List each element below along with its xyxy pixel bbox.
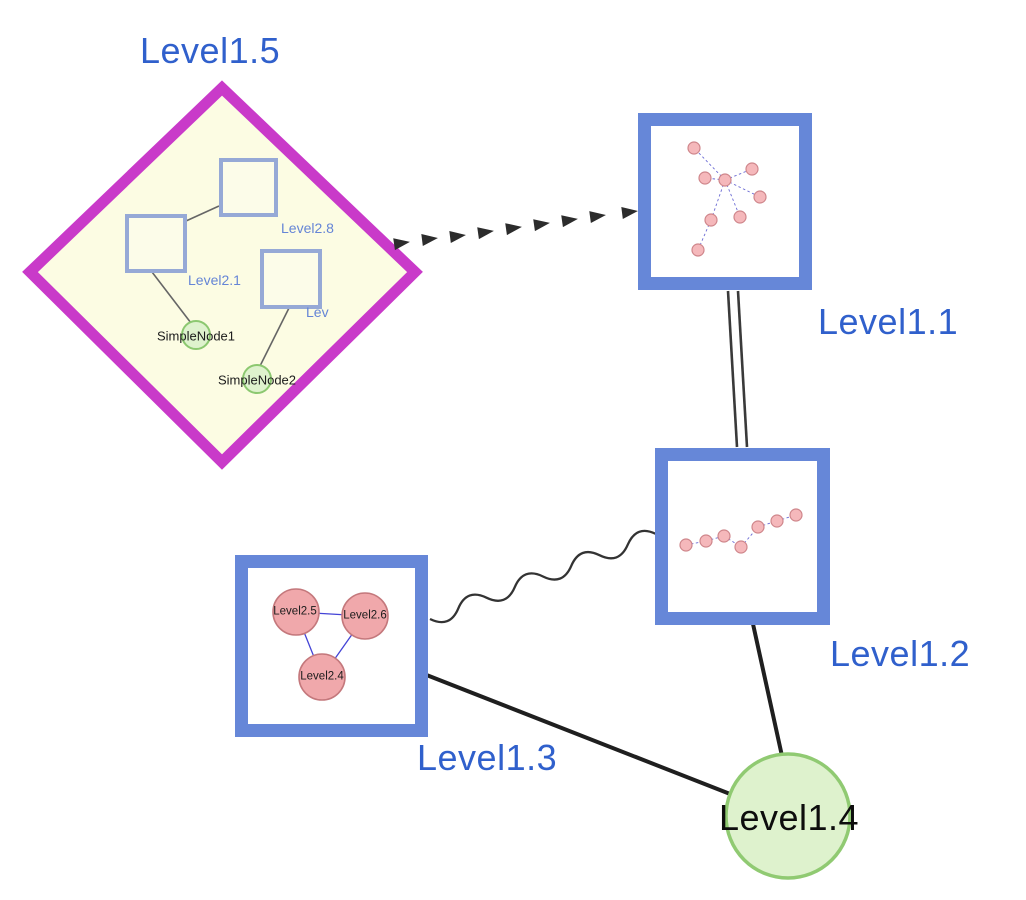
node-level21-square[interactable] [125, 214, 187, 273]
label-level12: Level1.2 [830, 633, 971, 674]
level12-mini-nodes [679, 508, 803, 554]
node-level28-square[interactable] [219, 158, 278, 217]
label-level24: Level2.4 [300, 670, 344, 683]
level13-inner-graph [272, 588, 389, 701]
level12-inner-graph [679, 508, 803, 554]
node-simplenode1-circle[interactable] [181, 320, 211, 350]
label-simplenode1: SimpleNode1 [156, 328, 236, 344]
node-level12-box[interactable] [655, 448, 830, 625]
label-level13: Level1.3 [417, 737, 558, 778]
label-level2x: Lev [306, 304, 329, 320]
level11-mini-nodes [687, 141, 767, 257]
label-level11: Level1.1 [818, 301, 959, 342]
edge-level12-level14[interactable] [751, 622, 784, 758]
node-simplenode2-circle[interactable] [242, 364, 272, 394]
label-level28: Level2.8 [281, 220, 334, 236]
level15-inner-edges [151, 205, 290, 367]
edge-level15-level11-arrows[interactable] [393, 207, 638, 251]
label-level25: Level2.5 [273, 605, 317, 618]
level11-inner-graph [687, 141, 767, 257]
label-level14: Level1.4 [718, 797, 860, 838]
node-level14-circle[interactable] [724, 752, 852, 880]
edge-level13-level14[interactable] [422, 672, 750, 803]
label-simplenode2: SimpleNode2 [217, 372, 297, 388]
node-level25-circle[interactable] [272, 588, 320, 636]
node-level26-circle[interactable] [341, 592, 389, 640]
edge-level11-level12-double[interactable] [726, 290, 749, 448]
edge-level2x-simplenode2 [259, 307, 290, 367]
node-level13-box[interactable] [235, 555, 428, 737]
node-level11-box[interactable] [638, 113, 812, 290]
edge-level13-level12-wavy[interactable] [429, 529, 657, 624]
label-level21: Level2.1 [188, 272, 241, 288]
edge-level21-simplenode1 [151, 271, 192, 324]
edge-level28-level21 [185, 205, 220, 222]
node-level24-circle[interactable] [298, 653, 346, 701]
label-level26: Level2.6 [343, 609, 387, 622]
label-level15: Level1.5 [140, 30, 281, 71]
level15-inner-squares [125, 158, 322, 309]
node-level2x-square[interactable] [260, 249, 322, 309]
node-level15-diamond[interactable] [22, 80, 423, 470]
